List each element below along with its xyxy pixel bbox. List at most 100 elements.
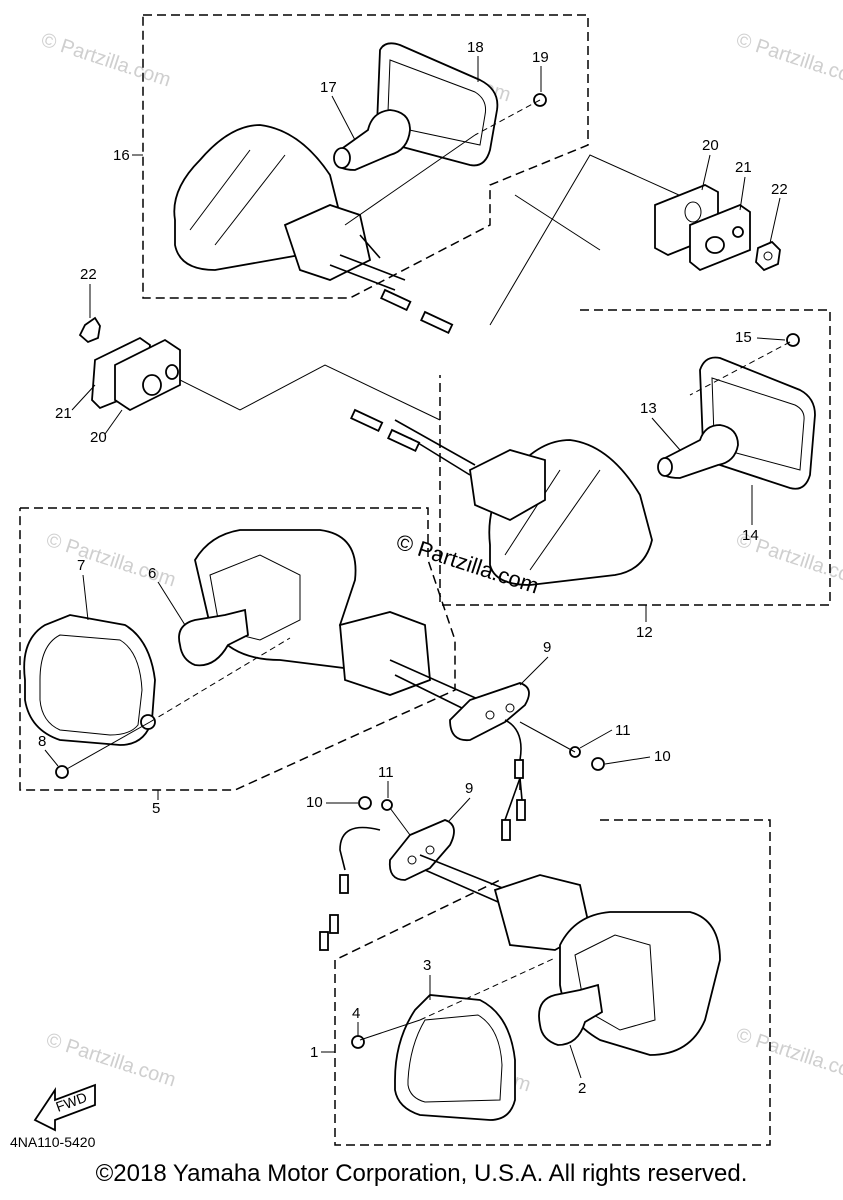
leader-line	[44, 749, 59, 767]
callout-16: 16	[113, 147, 130, 164]
bolt-10	[358, 796, 372, 810]
connector	[319, 931, 329, 951]
callout-15: 15	[735, 329, 752, 346]
callout-22: 22	[80, 266, 97, 283]
watermark: © Partzilla.com	[38, 29, 173, 92]
wire	[339, 826, 381, 871]
wire	[329, 264, 396, 291]
bulb-17-base	[333, 147, 351, 169]
assembly-16-group	[142, 14, 589, 335]
callout-21: 21	[735, 159, 752, 176]
stay-hole	[407, 855, 417, 865]
callout-5: 5	[152, 800, 160, 817]
fwd-arrow-icon	[33, 1083, 96, 1132]
callouts: 16 17 18 19 20 21 22 22 21 20 15 13	[38, 39, 788, 1097]
damper-hole	[165, 364, 179, 380]
assembly-12-boundary	[439, 309, 831, 606]
bulb-13-base	[657, 457, 673, 477]
housing-16-shading	[189, 149, 286, 246]
callout-11: 11	[378, 764, 394, 781]
damper-hole	[142, 374, 162, 396]
callout-6: 6	[148, 565, 156, 582]
leader-line	[569, 1044, 582, 1079]
callout-1: 1	[310, 1044, 318, 1061]
bulb-6	[178, 608, 249, 667]
leader-dashed	[689, 341, 791, 396]
connection-line	[179, 364, 441, 421]
connector	[516, 799, 526, 821]
nut-hole	[763, 251, 773, 261]
bulb-2	[538, 983, 603, 1046]
leader-line	[64, 721, 151, 771]
leader-line	[756, 337, 786, 341]
callout-12: 12	[636, 624, 653, 641]
callout-13: 13	[640, 400, 657, 417]
washer-hole	[705, 236, 725, 254]
bulb-13	[659, 424, 739, 479]
leader-line	[359, 1019, 421, 1041]
stay-9	[388, 819, 455, 881]
leader-line	[71, 384, 96, 411]
leader-line	[447, 797, 471, 823]
connector	[339, 874, 349, 894]
leader-dashed	[419, 957, 556, 1021]
leader-line	[389, 807, 411, 836]
socket-5	[339, 611, 431, 696]
callout-14: 14	[742, 527, 759, 544]
nut-22	[755, 240, 781, 272]
assembly-1-boundary	[334, 819, 771, 1146]
callout-20: 20	[702, 137, 719, 154]
callout-2: 2	[578, 1080, 586, 1097]
connection-line	[514, 194, 601, 251]
callout-9: 9	[543, 639, 551, 656]
lens-7-inner	[39, 634, 143, 736]
callout-18: 18	[467, 39, 484, 56]
stay-9	[449, 682, 530, 742]
assembly-1-group	[319, 796, 771, 1146]
callout-4: 4	[352, 1005, 360, 1022]
leader-line	[701, 154, 711, 191]
wire	[339, 254, 406, 281]
connector	[380, 288, 412, 312]
leader-line	[604, 756, 651, 765]
leader-line	[519, 656, 549, 686]
housing-1	[559, 911, 721, 1056]
wire	[504, 777, 523, 821]
fwd-arrow: FWD	[33, 1083, 96, 1132]
callout-11: 11	[615, 722, 631, 739]
lens-3	[394, 994, 516, 1121]
callout-20: 20	[90, 429, 107, 446]
nut-22	[78, 316, 101, 344]
leader-dashed	[149, 637, 291, 723]
connector	[501, 819, 511, 841]
callout-7: 7	[77, 557, 85, 574]
callout-10: 10	[306, 794, 323, 811]
connector	[514, 759, 524, 779]
connector	[329, 914, 339, 934]
connector	[420, 310, 454, 335]
assembly-5-group	[19, 507, 481, 791]
mount-right	[654, 184, 781, 272]
wire	[389, 659, 481, 701]
housing-12-shading	[504, 469, 601, 571]
stay-9-upper	[449, 682, 605, 841]
bolt-10	[591, 757, 605, 771]
lens-3-inner	[407, 1014, 503, 1103]
screw-line	[359, 234, 381, 259]
leader-line	[331, 95, 356, 141]
watermark: © Partzilla.com	[733, 29, 843, 92]
leader-line	[157, 581, 186, 626]
screw-15	[786, 333, 800, 347]
wire	[424, 869, 506, 906]
leader-line	[82, 574, 89, 621]
callout-3: 3	[423, 957, 431, 974]
wire	[504, 719, 522, 790]
callout-19: 19	[532, 49, 549, 66]
callout-17: 17	[320, 79, 337, 96]
leader-line	[104, 409, 123, 435]
callout-8: 8	[38, 733, 46, 750]
stay-hole	[485, 710, 495, 720]
diagram-code: 4NA110-5420	[10, 1134, 96, 1150]
leader-line	[769, 197, 781, 244]
